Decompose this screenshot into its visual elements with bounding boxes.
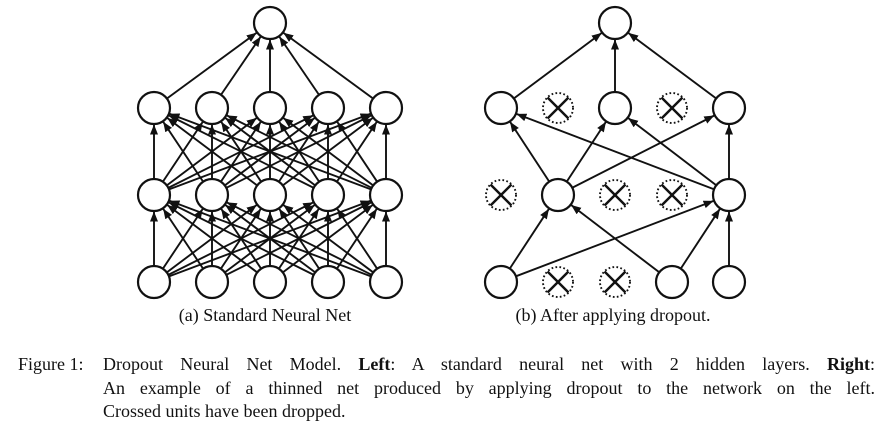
- unit-circle: [310, 90, 346, 126]
- connection-arrow: [500, 199, 714, 283]
- unit-circle: [711, 264, 747, 300]
- cross-icon: [489, 183, 513, 207]
- caption-bold-segment: Left: [358, 354, 391, 374]
- unit-circle: [252, 264, 288, 300]
- unit-circle: [368, 264, 404, 300]
- connection-arrow: [282, 204, 387, 283]
- diagram-after-dropout: [483, 5, 747, 300]
- connection-arrow: [166, 117, 271, 196]
- caption-segment: : A standard neural net with 2 hidden la…: [390, 354, 827, 374]
- connection-arrow: [282, 117, 387, 196]
- connection-arrow: [168, 201, 329, 283]
- unit-circle: [252, 177, 288, 213]
- unit-circle: [194, 264, 230, 300]
- connection-arrow: [153, 117, 258, 196]
- unit-circle: [711, 90, 747, 126]
- connection-arrow: [557, 114, 715, 196]
- cross-icon: [603, 183, 627, 207]
- unit-circle: [540, 177, 576, 213]
- unit-circle: [194, 177, 230, 213]
- connection-arrow: [169, 112, 387, 196]
- connection-arrow: [627, 32, 730, 109]
- unit-circle: [597, 5, 633, 41]
- connection-arrow: [211, 201, 372, 283]
- caption-bold-segment: Right: [826, 354, 870, 374]
- cross-icon: [546, 96, 570, 120]
- unit-circle: [136, 177, 172, 213]
- connection-arrow: [226, 201, 387, 283]
- dropped-unit: [599, 179, 631, 211]
- unit-circle: [711, 177, 747, 213]
- cross-icon: [603, 270, 627, 294]
- neural-net-diagrams: [136, 5, 747, 300]
- caption-segment: Crossed units have been dropped.: [103, 401, 346, 421]
- connection-arrow: [211, 117, 316, 196]
- unit-circle: [483, 90, 519, 126]
- figure-caption: Figure 1: Dropout Neural Net Model. Left…: [18, 353, 875, 424]
- connection-arrow: [269, 117, 374, 196]
- caption-segment: Dropout Neural Net Model.: [103, 354, 359, 374]
- caption-segment: An example of a thinned net produced by …: [103, 377, 875, 398]
- unit-circle: [368, 177, 404, 213]
- caption-line: Crossed units have been dropped.: [103, 400, 875, 424]
- diagram-standard-neural-net: [136, 5, 404, 300]
- connection-arrow: [570, 204, 673, 283]
- connection-arrow: [226, 114, 387, 196]
- connection-arrow: [516, 112, 730, 196]
- caption-line: An example of a thinned net produced by …: [103, 377, 875, 401]
- connection-arrow: [153, 199, 371, 283]
- unit-circle: [252, 5, 288, 41]
- caption-segment: :: [869, 354, 875, 374]
- connection-arrow: [153, 204, 258, 283]
- cross-icon: [546, 270, 570, 294]
- connection-arrow: [168, 114, 329, 196]
- figure-caption-text: Dropout Neural Net Model. Left: A standa…: [103, 353, 875, 424]
- connection-arrow: [627, 117, 730, 196]
- connection-arrow: [153, 31, 258, 109]
- unit-circle: [368, 90, 404, 126]
- caption-line: Dropout Neural Net Model. Left: A standa…: [103, 353, 875, 377]
- cross-icon: [660, 183, 684, 207]
- connection-arrow: [224, 204, 329, 283]
- unit-circle: [654, 264, 690, 300]
- dropped-unit: [656, 92, 688, 124]
- connection-arrow: [169, 199, 387, 283]
- connection-arrow: [500, 32, 603, 109]
- dropped-unit: [656, 179, 688, 211]
- dropped-unit: [542, 92, 574, 124]
- cross-icon: [660, 96, 684, 120]
- connection-arrow: [211, 204, 316, 283]
- dropped-unit: [542, 266, 574, 298]
- connection-arrow: [153, 114, 314, 196]
- unit-circle: [136, 90, 172, 126]
- connection-arrow: [211, 114, 372, 196]
- subcaption-a: (a) Standard Neural Net: [178, 305, 352, 325]
- connection-arrow: [224, 117, 329, 196]
- subcaption-b: (b) After applying dropout.: [515, 305, 711, 325]
- dropped-unit: [485, 179, 517, 211]
- unit-circle: [310, 177, 346, 213]
- connection-arrow: [269, 204, 374, 283]
- connection-arrow: [282, 31, 387, 109]
- connection-arrow: [153, 112, 371, 196]
- connection-arrow: [153, 201, 314, 283]
- figure-caption-label: Figure 1:: [18, 354, 84, 374]
- unit-circle: [483, 264, 519, 300]
- dropped-unit: [599, 266, 631, 298]
- connection-arrow: [166, 204, 271, 283]
- unit-circle: [252, 90, 288, 126]
- unit-circle: [194, 90, 230, 126]
- unit-circle: [310, 264, 346, 300]
- unit-circle: [597, 90, 633, 126]
- unit-circle: [136, 264, 172, 300]
